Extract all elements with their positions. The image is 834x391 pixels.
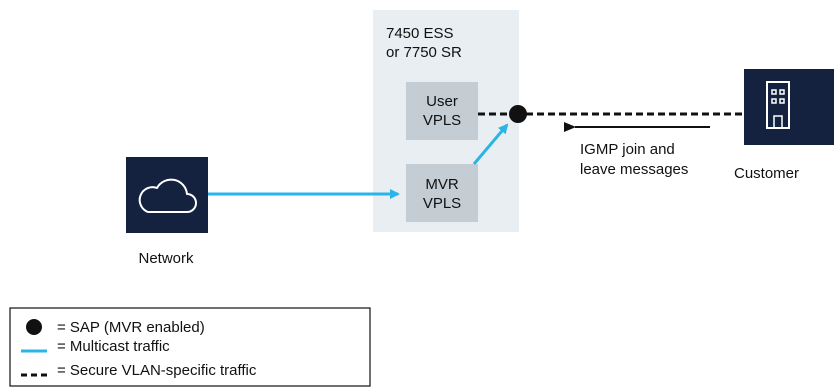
mvr-vpls-line2: VPLS [423, 195, 461, 212]
user-vpls-line2: VPLS [423, 112, 461, 129]
igmp-label-line2: leave messages [580, 161, 688, 178]
network-node [126, 157, 208, 233]
legend-sap-dot [26, 319, 42, 335]
igmp-label-line1: IGMP join and [580, 141, 675, 158]
legend-multicast-label: = Multicast traffic [57, 338, 170, 355]
building-icon [766, 81, 790, 129]
sap-dot [509, 105, 527, 123]
user-vpls-line1: User [426, 93, 458, 110]
network-label: Network [138, 250, 194, 267]
mvr-vpls-box [406, 164, 478, 222]
router-name-line1: 7450 ESS [386, 25, 454, 42]
router-name-line2: or 7750 SR [386, 44, 462, 61]
user-vpls-box [406, 82, 478, 140]
mvr-vpls-line1: MVR [425, 176, 459, 193]
cloud-icon [138, 178, 197, 213]
customer-label: Customer [734, 165, 799, 182]
multicast-line-mvr-to-sap [472, 123, 509, 165]
legend-secure-label: = Secure VLAN-specific traffic [57, 362, 257, 379]
legend-sap-label: = SAP (MVR enabled) [57, 319, 205, 336]
legend-box [9, 307, 371, 387]
